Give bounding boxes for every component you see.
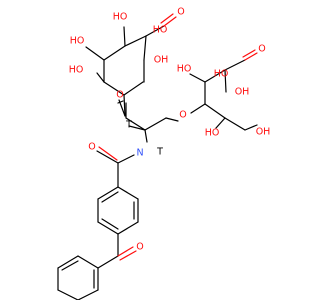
- oh-upper-1: HO: [113, 12, 128, 23]
- oh-upper-3: HO: [70, 36, 85, 47]
- amide-n: N: [136, 148, 143, 159]
- amide-o: O: [88, 142, 95, 153]
- tritium-label-2: T: [156, 147, 163, 158]
- oh-right-4: HO: [205, 128, 220, 139]
- atom-labels: O HO HO HO HO OH O T T N O HO HO O OH HO…: [69, 7, 271, 253]
- tritium-label-1: T: [125, 120, 132, 131]
- ether-o-upper: O: [116, 90, 123, 101]
- ether-o-right: O: [179, 110, 186, 121]
- ketone-o: O: [136, 242, 143, 253]
- right-sugar-chain: [189, 49, 258, 131]
- oh-upper-5: OH: [154, 55, 169, 66]
- aldehyde-o-upper: O: [177, 7, 184, 18]
- oh-right-1: HO: [177, 64, 192, 75]
- oh-right-3: OH: [235, 87, 250, 98]
- molecule-structure: O HO HO HO HO OH O T T N O HO HO O OH HO…: [57, 7, 271, 300]
- upper-sugar-chain: [85, 13, 177, 117]
- oh-right-5: OH: [256, 127, 271, 138]
- aldehyde-o-right: O: [258, 44, 265, 55]
- linker-chain: [117, 99, 179, 143]
- oh-upper-4: HO: [69, 65, 84, 76]
- oh-upper-2: HO: [153, 25, 168, 36]
- oh-right-2: HO: [214, 69, 229, 80]
- benzophenone-amide: [57, 146, 139, 300]
